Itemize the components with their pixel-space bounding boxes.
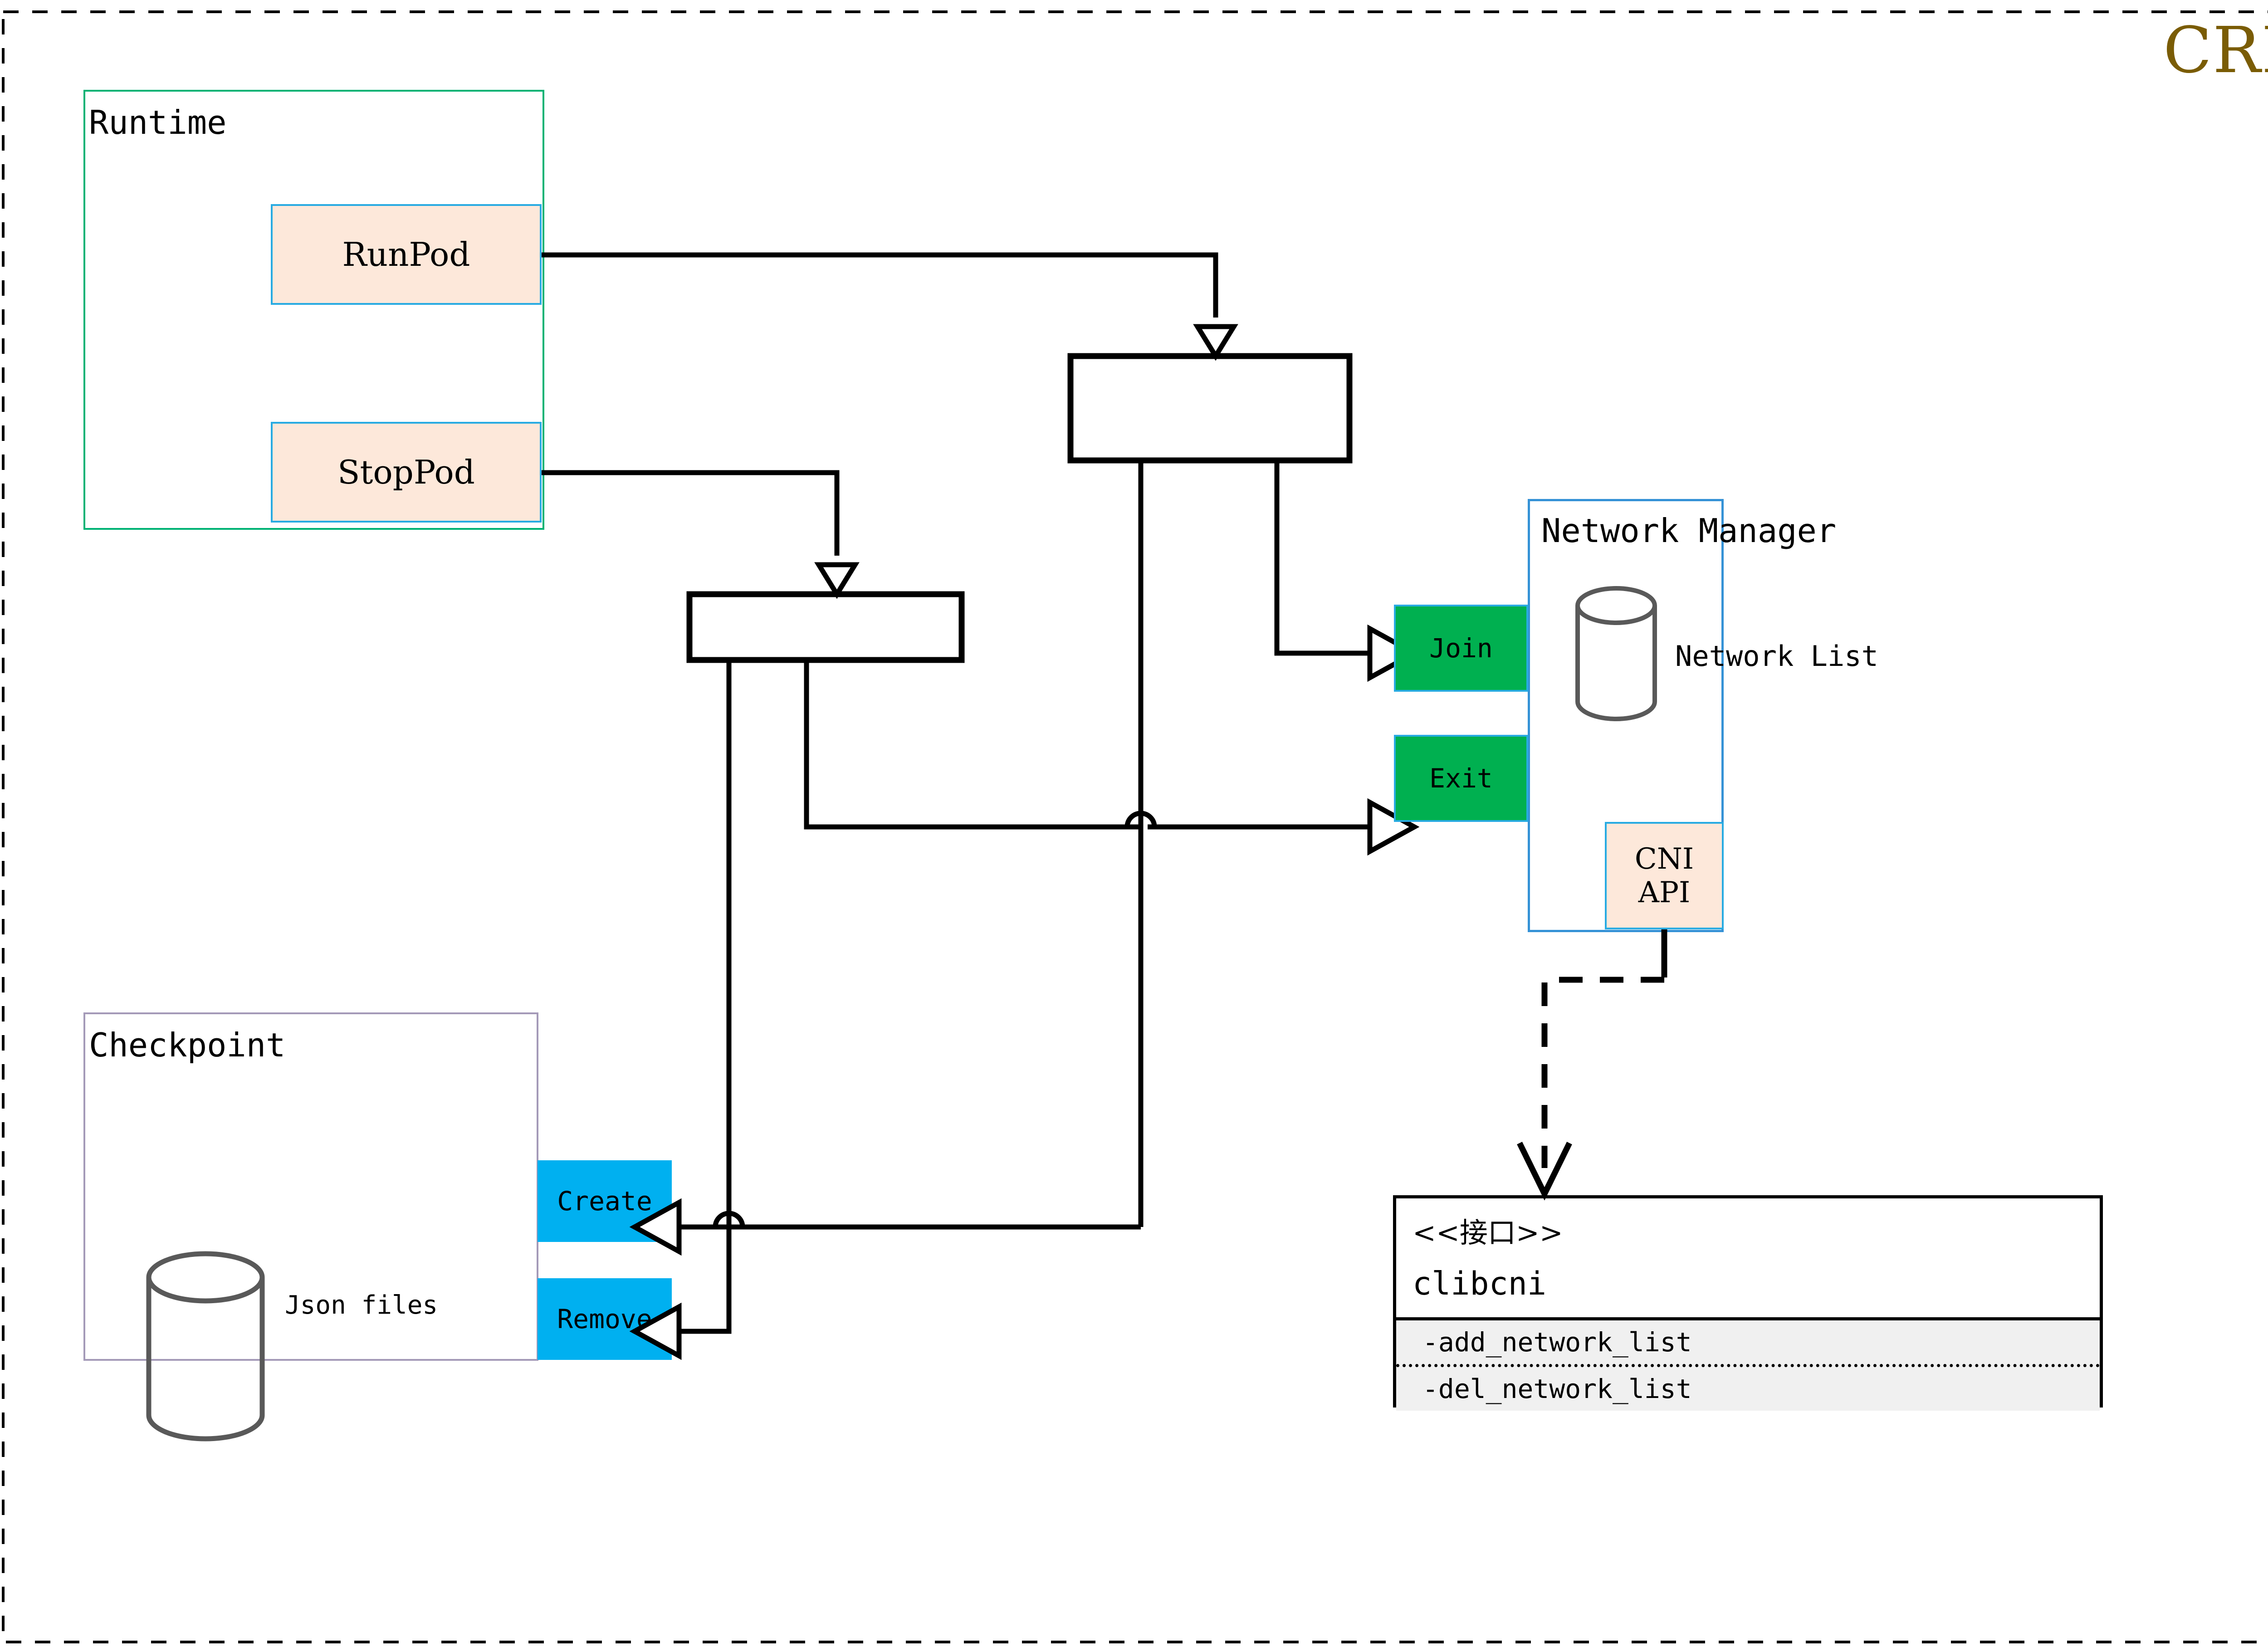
arrowhead-realization-into-clibcni	[1517, 1142, 1572, 1201]
line-hop-create	[713, 1211, 745, 1227]
interface-clibcni-operations: -add_network_list -del_network_list	[1396, 1317, 2100, 1411]
node-run-pod[interactable]: RunPod	[271, 204, 542, 305]
node-create[interactable]: Create	[538, 1160, 672, 1242]
fork-bar-top	[1067, 353, 1353, 464]
node-cni-api-label: CNI API	[1634, 842, 1694, 909]
datastore-json-files-icon	[146, 1251, 265, 1442]
arrowhead-into-fork-top	[1193, 324, 1238, 361]
edge-fork-bottom-right-out	[804, 660, 1141, 830]
node-stop-pod[interactable]: StopPod	[271, 422, 542, 523]
package-runtime-title: Runtime	[89, 103, 227, 142]
datastore-json-files-label: Json files	[285, 1290, 438, 1320]
node-remove[interactable]: Remove	[538, 1278, 672, 1360]
package-checkpoint-title: Checkpoint	[89, 1026, 286, 1064]
edge-cniapi-to-clibcni-dashed	[1541, 977, 1664, 1168]
datastore-network-list-icon	[1575, 586, 1657, 721]
package-network-manager-title: Network Manager	[1541, 512, 1837, 550]
node-join[interactable]: Join	[1394, 605, 1528, 692]
interface-operation-del: -del_network_list	[1422, 1373, 1692, 1404]
datastore-network-list-label: Network List	[1675, 640, 1878, 673]
diagram-title: CRI	[2163, 14, 2268, 88]
node-join-label: Join	[1429, 633, 1493, 664]
node-run-pod-label: RunPod	[342, 235, 470, 274]
arrowhead-into-fork-bottom	[814, 562, 860, 599]
node-exit-label: Exit	[1429, 763, 1493, 794]
node-create-label: Create	[557, 1186, 652, 1217]
node-exit[interactable]: Exit	[1394, 735, 1528, 822]
interface-name: clibcni	[1413, 1265, 1547, 1302]
interface-clibcni: <<接口>> clibcni -add_network_list -del_ne…	[1393, 1195, 2103, 1411]
node-cni-api[interactable]: CNI API	[1605, 822, 1724, 929]
package-checkpoint	[83, 1012, 538, 1361]
edge-fork-top-right-out	[1274, 460, 1370, 656]
fork-bar-bottom	[686, 591, 965, 663]
line-hop-exit	[1124, 811, 1157, 827]
edge-runpod-to-fork-top	[542, 252, 1218, 318]
interface-clibcni-header: <<接口>> clibcni	[1396, 1198, 2100, 1317]
interface-operation-separator	[1396, 1364, 2100, 1367]
interface-stereotype: <<接口>>	[1413, 1216, 1563, 1249]
interface-operation-add: -add_network_list	[1422, 1327, 1692, 1358]
node-stop-pod-label: StopPod	[337, 453, 475, 491]
node-remove-label: Remove	[557, 1304, 652, 1334]
edge-stoppod-to-fork-bottom	[542, 470, 840, 556]
